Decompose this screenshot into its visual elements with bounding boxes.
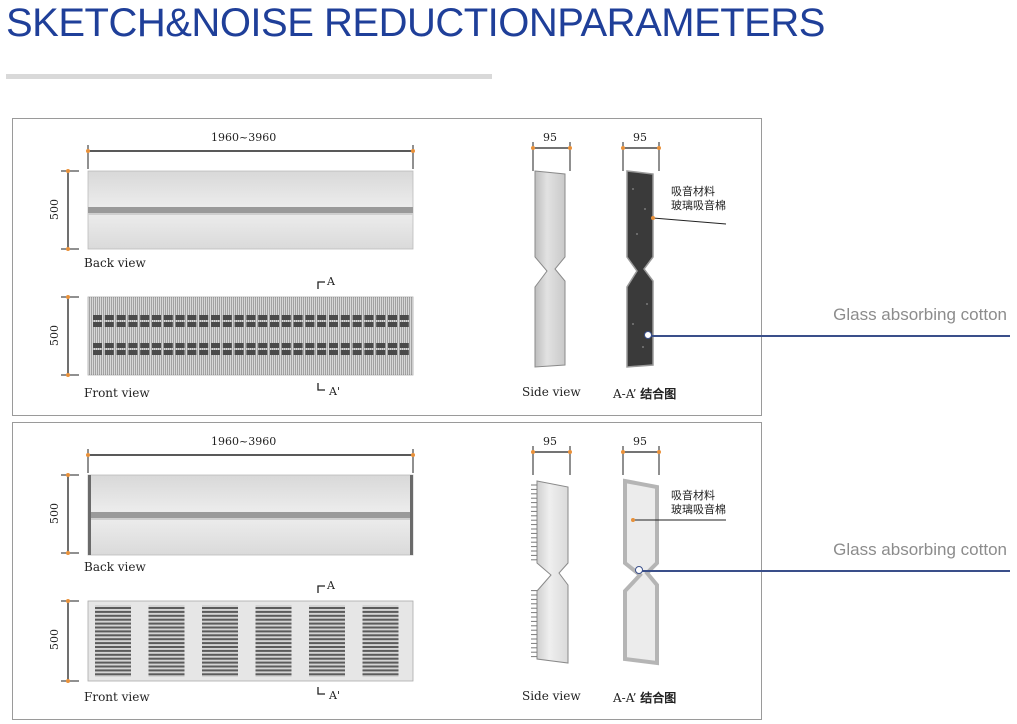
section-aa-profile-dark-cotton [626,170,654,368]
section-a-prime-label: A' [329,385,340,398]
section-a-label: A [327,579,335,592]
side-view-label: Side view [522,385,581,399]
back-view-label: Back view [84,256,146,270]
page-title: SKETCH&NOISE REDUCTIONPARAMETERS [6,1,825,45]
back-height-label: 500 [48,503,61,524]
width-dimension [86,449,415,473]
back-view-label: Back view [84,560,146,574]
back-height-label: 500 [48,199,61,220]
callout-leader-2 [639,570,1010,572]
back-view-drawing [87,474,414,556]
callout-point-2 [635,566,643,574]
side-width-dimension [531,446,572,475]
back-height-dimension [61,473,79,555]
front-height-label: 500 [48,325,61,346]
section-mark-a [317,585,325,695]
section-width-label: 95 [633,435,647,448]
section-aa-label: A-A’ 结合图 [613,691,677,705]
panel-2-drawing [61,446,726,695]
section-a-label: A [327,275,335,288]
material-leader [651,216,727,225]
width-dimension-label: 1960~3960 [211,435,277,448]
side-width-label: 95 [543,435,557,448]
front-height-dimension [61,599,79,683]
side-width-dimension [531,142,572,171]
width-dimension [86,145,415,169]
back-view-drawing [87,170,414,250]
section-mark-a [317,281,325,391]
callout-leader-1 [648,335,1010,337]
callout-point-1 [644,331,652,339]
front-view-drawing [87,600,414,682]
side-view-louver-edge [531,484,537,658]
section-width-dimension [621,142,661,171]
section-width-label: 95 [633,131,647,144]
material-cn-line2: 玻璃吸音棉 [671,503,726,516]
front-view-label: Front view [84,386,150,400]
material-leader [631,518,726,522]
section-width-dimension [621,446,661,475]
side-view-profile [534,170,566,368]
front-view-label: Front view [84,690,150,704]
section-aa-label: A-A’ 结合图 [613,387,677,401]
callout-glass-cotton-1: Glass absorbing cotton [833,305,1007,324]
title-underline [6,74,492,79]
panel-1-drawing [61,142,727,391]
panel-louver-slats: 1960~3960 500 Back view A 500 Front view… [12,422,762,720]
front-height-dimension [61,295,79,377]
back-height-dimension [61,169,79,251]
width-dimension-label: 1960~3960 [211,131,277,144]
section-a-prime-label: A' [329,689,340,702]
side-view-profile [536,480,569,664]
callout-glass-cotton-2: Glass absorbing cotton [833,540,1007,559]
material-cn-line1: 吸音材料 [671,185,715,198]
front-height-label: 500 [48,629,61,650]
material-cn-line1: 吸音材料 [671,489,715,502]
panel-perforated-slots: 1960~3960 500 Back view A 500 Front view… [12,118,762,416]
side-view-label: Side view [522,689,581,703]
front-view-drawing [87,296,414,376]
side-width-label: 95 [543,131,557,144]
material-cn-line2: 玻璃吸音棉 [671,199,726,212]
cotton-speckles [632,188,648,348]
